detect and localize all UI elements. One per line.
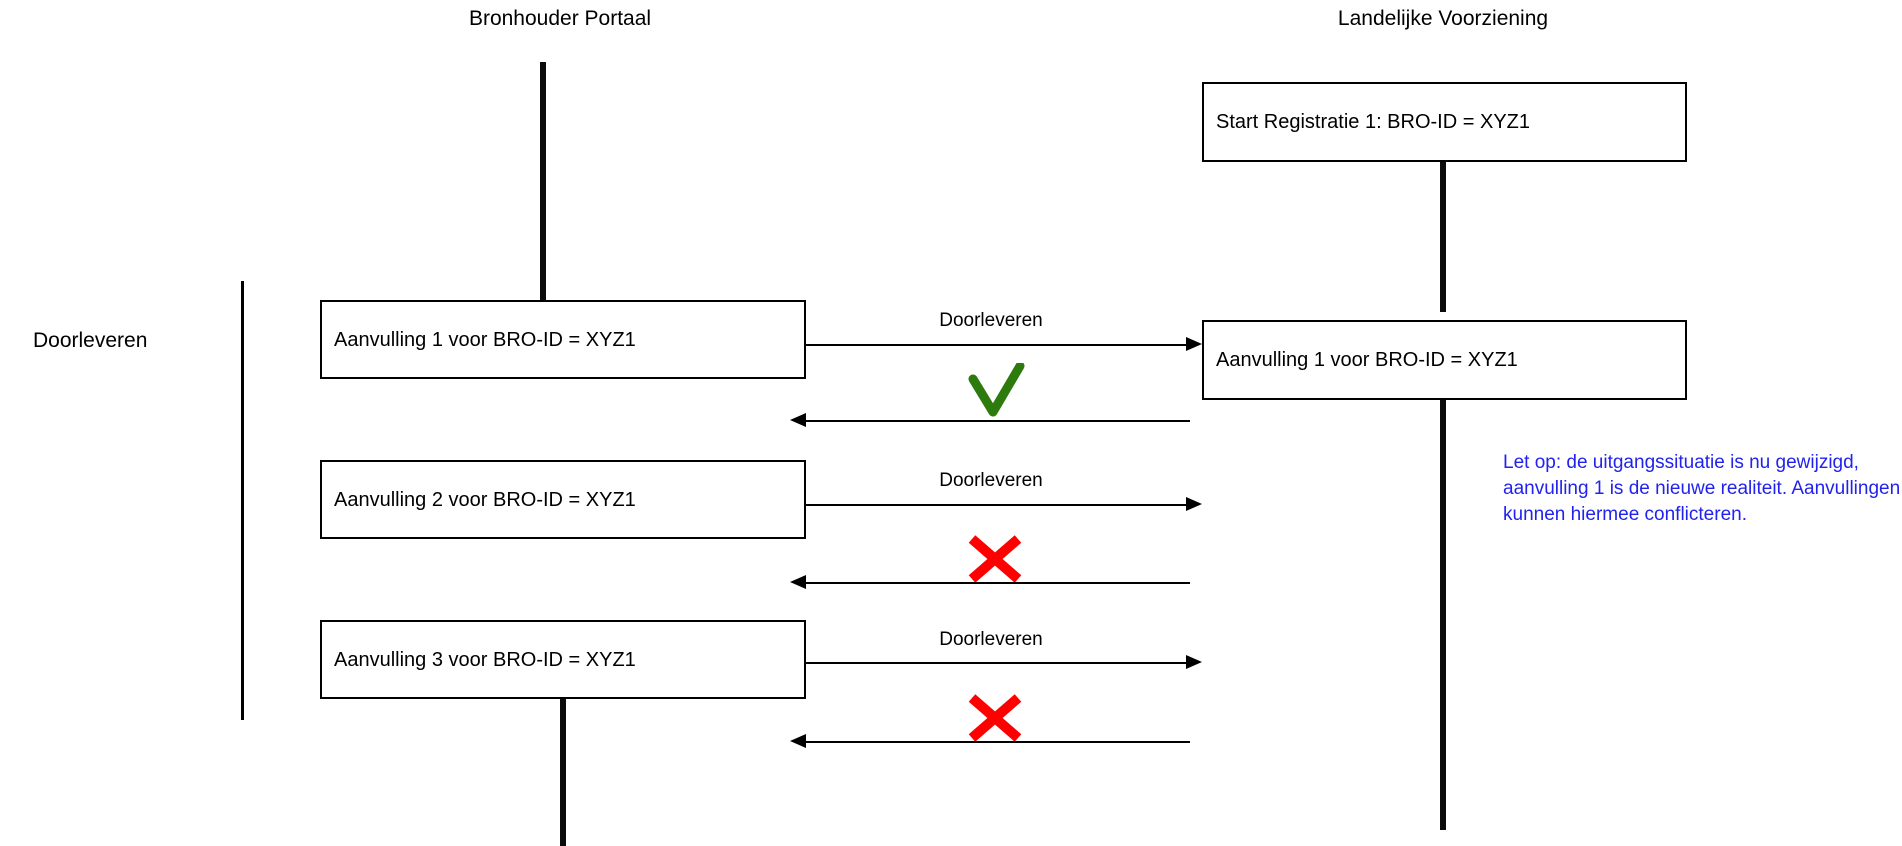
arrow-head-right-icon-1: [1186, 337, 1202, 351]
box-aanvulling-1-right[interactable]: Aanvulling 1 voor BRO-ID = XYZ1: [1202, 320, 1687, 400]
lifeline-bronhouder-bottom: [560, 697, 566, 846]
arrow-head-right-icon-2: [1186, 497, 1202, 511]
note-uitgangssituatie: Let op: de uitgangssituatie is nu gewijz…: [1503, 452, 1901, 525]
lifeline-landelijke-upper: [1440, 160, 1446, 312]
message-line-doorleveren-2: [806, 504, 1188, 506]
message-line-doorleveren-3: [806, 662, 1188, 664]
message-line-doorleveren-1: [806, 344, 1188, 346]
message-label-doorleveren-2: Doorleveren: [939, 470, 1043, 491]
cross-icon-2: [965, 534, 1025, 584]
box-aanvulling-2-left-label: Aanvulling 2 voor BRO-ID = XYZ1: [334, 488, 636, 511]
check-icon-1: [968, 363, 1030, 419]
arrow-head-right-icon-3: [1186, 655, 1202, 669]
cross-icon-2-svg: [968, 535, 1022, 583]
box-aanvulling-2-left[interactable]: Aanvulling 2 voor BRO-ID = XYZ1: [320, 460, 806, 539]
group-label-doorleveren: Doorleveren: [33, 329, 148, 352]
box-aanvulling-3-left-label: Aanvulling 3 voor BRO-ID = XYZ1: [334, 648, 636, 671]
box-start-registratie[interactable]: Start Registratie 1: BRO-ID = XYZ1: [1202, 82, 1687, 162]
box-aanvulling-1-left-label: Aanvulling 1 voor BRO-ID = XYZ1: [334, 328, 636, 351]
box-aanvulling-1-right-label: Aanvulling 1 voor BRO-ID = XYZ1: [1216, 349, 1518, 371]
lifeline-bronhouder-top: [540, 62, 546, 306]
box-aanvulling-3-left[interactable]: Aanvulling 3 voor BRO-ID = XYZ1: [320, 620, 806, 699]
box-start-registratie-label: Start Registratie 1: BRO-ID = XYZ1: [1216, 111, 1530, 133]
group-bracket: [241, 281, 244, 720]
message-line-doorleveren-3-return: [806, 741, 1190, 743]
cross-icon-3-svg: [968, 694, 1022, 742]
message-label-doorleveren-3: Doorleveren: [939, 629, 1043, 650]
arrow-head-left-icon-1: [790, 413, 806, 427]
message-line-doorleveren-2-return: [806, 582, 1190, 584]
lane-title-landelijke: Landelijke Voorziening: [1337, 7, 1549, 30]
lifeline-landelijke-lower: [1440, 400, 1446, 830]
message-label-doorleveren-1: Doorleveren: [939, 310, 1043, 331]
arrow-head-left-icon-2: [790, 575, 806, 589]
arrow-head-left-icon-3: [790, 734, 806, 748]
cross-icon-3: [965, 693, 1025, 743]
check-icon-1-svg: [968, 363, 1025, 417]
lane-title-bronhouder: Bronhouder Portaal: [468, 7, 652, 30]
box-aanvulling-1-left[interactable]: Aanvulling 1 voor BRO-ID = XYZ1: [320, 300, 806, 379]
message-line-doorleveren-1-return: [806, 420, 1190, 422]
